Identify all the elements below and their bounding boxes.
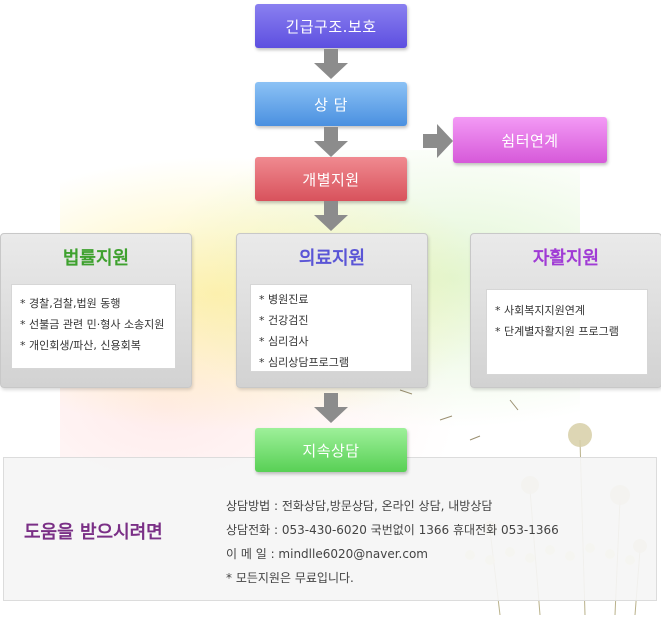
list-item: * 심리검사 [259, 335, 309, 348]
contact-lines: 상담방법 : 전화상담,방문상담, 온라인 상담, 내방상담 상담전화 : 05… [226, 494, 559, 590]
medical-support-title: 의료지원 [298, 248, 366, 269]
list-item: * 심리상담프로그램 [259, 356, 349, 369]
self-support-list: * 사회복지지원연계 * 단계별자활지원 프로그램 [486, 289, 648, 375]
step-emergency-rescue-label: 긴급구조.보호 [285, 17, 377, 36]
legal-support-title: 법률지원 [62, 248, 130, 269]
step-individual-support-label: 개별지원 [302, 170, 360, 189]
contact-email: 이 메 일 : mindlle6020@naver.com [226, 547, 428, 561]
step-emergency-rescue: 긴급구조.보호 [255, 4, 407, 48]
arrow-down-icon [314, 127, 348, 157]
contact-phone: 상담전화 : 053-430-6020 국번없이 1366 휴대전화 053-1… [226, 523, 559, 537]
shelter-link-box: 쉼터연계 [453, 117, 607, 163]
arrow-right-icon [423, 124, 453, 158]
self-support-panel: 자활지원 * 사회복지지원연계 * 단계별자활지원 프로그램 [470, 233, 661, 388]
legal-support-list: * 경찰,검찰,법원 동행 * 선불금 관련 민·형사 소송지원 * 개인회생/… [11, 284, 176, 369]
step-counseling: 상 담 [255, 82, 407, 126]
step-counseling-label: 상 담 [314, 95, 348, 114]
contact-info-box: 도움을 받으시려면 상담방법 : 전화상담,방문상담, 온라인 상담, 내방상담… [3, 457, 657, 601]
list-item: * 경찰,검찰,법원 동행 [20, 297, 121, 310]
arrow-down-icon [314, 393, 348, 423]
list-item: * 병원진료 [259, 293, 309, 306]
legal-support-panel: 법률지원 * 경찰,검찰,법원 동행 * 선불금 관련 민·형사 소송지원 * … [0, 233, 192, 388]
list-item: * 개인회생/파산, 신용회복 [20, 339, 141, 352]
step-continued-counseling-label: 지속상담 [302, 441, 360, 460]
arrow-down-icon [314, 49, 348, 79]
shelter-link-label: 쉼터연계 [501, 131, 559, 150]
contact-note: * 모든지원은 무료입니다. [226, 571, 354, 585]
list-item: * 단계별자활지원 프로그램 [495, 325, 619, 338]
step-individual-support: 개별지원 [255, 157, 407, 201]
self-support-title: 자활지원 [532, 248, 600, 269]
medical-support-list: * 병원진료 * 건강검진 * 심리검사 * 심리상담프로그램 [250, 284, 412, 372]
help-heading: 도움을 받으시려면 [24, 522, 163, 543]
list-item: * 선불금 관련 민·형사 소송지원 [20, 318, 165, 331]
list-item: * 사회복지지원연계 [495, 304, 585, 317]
list-item: * 건강검진 [259, 314, 309, 327]
arrow-down-icon [314, 201, 348, 231]
contact-method: 상담방법 : 전화상담,방문상담, 온라인 상담, 내방상담 [226, 499, 493, 513]
medical-support-panel: 의료지원 * 병원진료 * 건강검진 * 심리검사 * 심리상담프로그램 [236, 233, 428, 388]
step-continued-counseling: 지속상담 [255, 428, 407, 472]
